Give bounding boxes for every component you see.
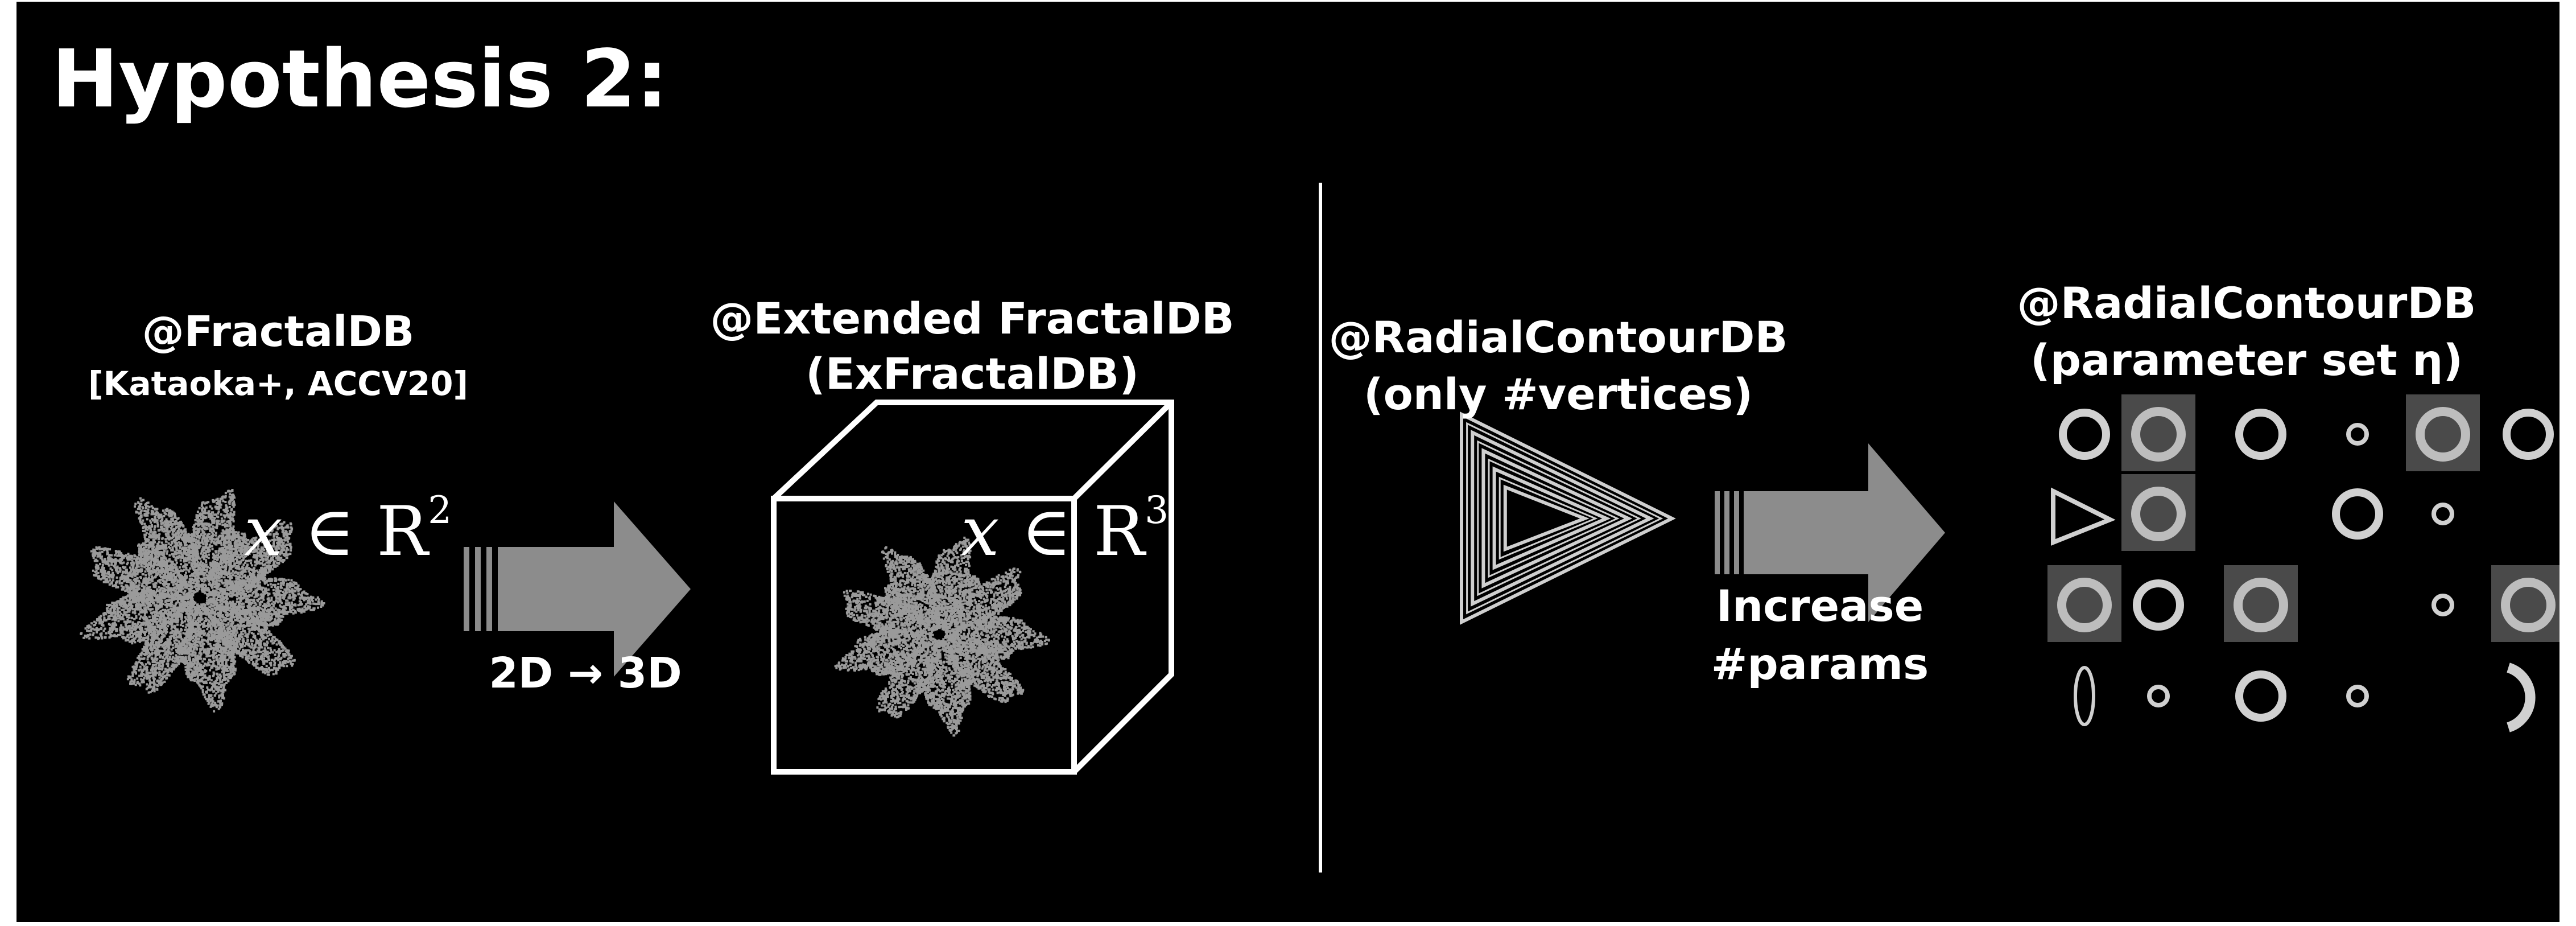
fractal-3d-image (834, 536, 1050, 737)
arrow-2d-to-3d (464, 501, 691, 677)
exfractaldb-label: @Extended FractalDB (710, 293, 1235, 344)
fractaldb-label: @FractalDB (142, 307, 415, 356)
slide-title: Hypothesis 2: (52, 33, 668, 126)
math-variable: x (244, 492, 283, 572)
arrow2-label-line1: Increase (1716, 581, 1924, 631)
radial-vertices-subtitle: (only #vertices) (1363, 369, 1753, 419)
math-exponent: 2 (428, 488, 452, 532)
radial-vertices-label: @RadialContourDB (1328, 312, 1788, 363)
arrow1-label: 2D → 3D (489, 649, 682, 698)
radial-params-subtitle: (parameter set η) (2030, 335, 2463, 385)
fractaldb-citation: [Kataoka+, ACCV20] (88, 364, 468, 403)
fractal-2d-image (80, 489, 325, 713)
diagram-graphics (80, 183, 2560, 873)
math-variable: x (961, 492, 1000, 572)
math-exponent: 3 (1145, 488, 1169, 532)
exfractaldb-abbrev: (ExFractalDB) (806, 348, 1139, 399)
math-r3: x ∈ R3 (961, 488, 1169, 571)
math-set: ∈ R (1021, 492, 1145, 572)
arrow-increase-params (1715, 443, 1945, 622)
radial-contour-sample-grid (2047, 394, 2560, 732)
radial-contour-triangle-image (1460, 411, 1676, 625)
slide: Hypothesis 2: @FractalDB [Kataoka+, ACCV… (16, 2, 2560, 922)
math-set: ∈ R (304, 492, 428, 572)
radial-params-label: @RadialContourDB (2017, 278, 2476, 328)
math-r2: x ∈ R2 (244, 488, 452, 571)
arrow2-label-line2: #params (1711, 639, 1929, 689)
cube-3d (771, 400, 1174, 775)
